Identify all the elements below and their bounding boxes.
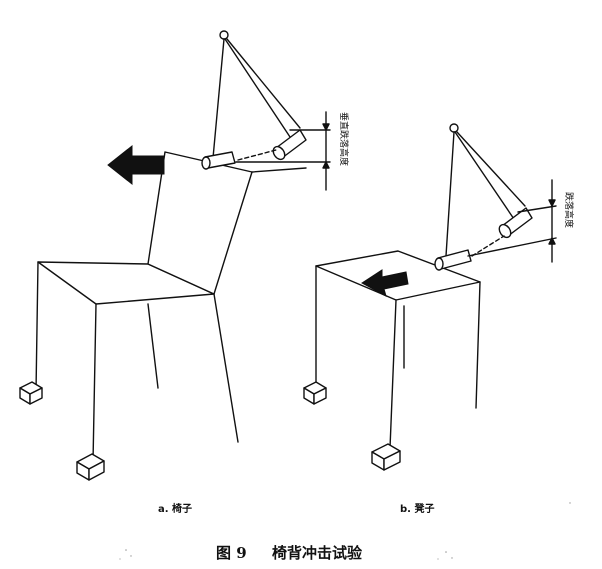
pendulum-rope-raised — [226, 38, 301, 129]
pendulum-rope-raised-2 — [224, 38, 293, 141]
chair-foot-block-left — [19, 381, 43, 405]
swing-path-b-dashed — [471, 235, 505, 257]
panel-a-label: a. 椅子 — [158, 502, 192, 515]
panel-b-label: b. 凳子 — [400, 502, 434, 515]
chair-leg-back-right — [147, 303, 159, 389]
pendulum-rope-rest — [212, 38, 225, 159]
scan-noise — [119, 502, 571, 560]
impact-arrow-icon — [107, 144, 165, 186]
pendulum-b-rope-raised-2 — [454, 131, 517, 223]
panel-a-dimension-label: 垂直跌落高度 — [338, 112, 350, 166]
dimension-arrow-a-bottom — [322, 161, 330, 169]
pendulum-pivot-icon — [219, 30, 229, 40]
impact-cylinder-b-icon — [434, 249, 472, 271]
dimension-arrow-b-top — [548, 199, 556, 207]
chair-leg-front-right — [213, 293, 239, 443]
impact-cylinder-b-raised — [498, 207, 533, 239]
chair-foot-block-front — [76, 453, 105, 481]
panel-b-dimension-label: 跌落高度 — [563, 192, 575, 228]
pendulum-pivot-b-icon — [449, 123, 459, 133]
dimension-arrow-b-bottom — [548, 237, 556, 245]
dimension-arrow-a-top — [322, 123, 330, 131]
panel-b-stool — [303, 123, 557, 471]
chair-leg-back-left — [35, 261, 39, 393]
pendulum-b-rope-rest — [445, 131, 455, 257]
reference-line-bottom — [251, 167, 307, 173]
chair-leg-front-left — [92, 303, 97, 463]
reference-line-b-top — [517, 205, 557, 213]
impact-cylinder-icon — [201, 151, 236, 170]
swing-path-dashed — [237, 149, 277, 161]
stool-leg-front — [389, 299, 397, 449]
pendulum-b-rope-raised — [456, 131, 526, 207]
stool-foot-block-left — [303, 381, 327, 405]
impact-arrow-b-icon — [361, 269, 409, 298]
reference-line-b-bottom — [467, 237, 557, 257]
figure-number: 图 9 — [216, 544, 247, 562]
figure-title: 椅背冲击试验 — [272, 544, 363, 562]
panel-a-chair — [19, 30, 331, 481]
stool-foot-block-front — [371, 443, 401, 471]
stool-leg-right — [475, 281, 481, 409]
